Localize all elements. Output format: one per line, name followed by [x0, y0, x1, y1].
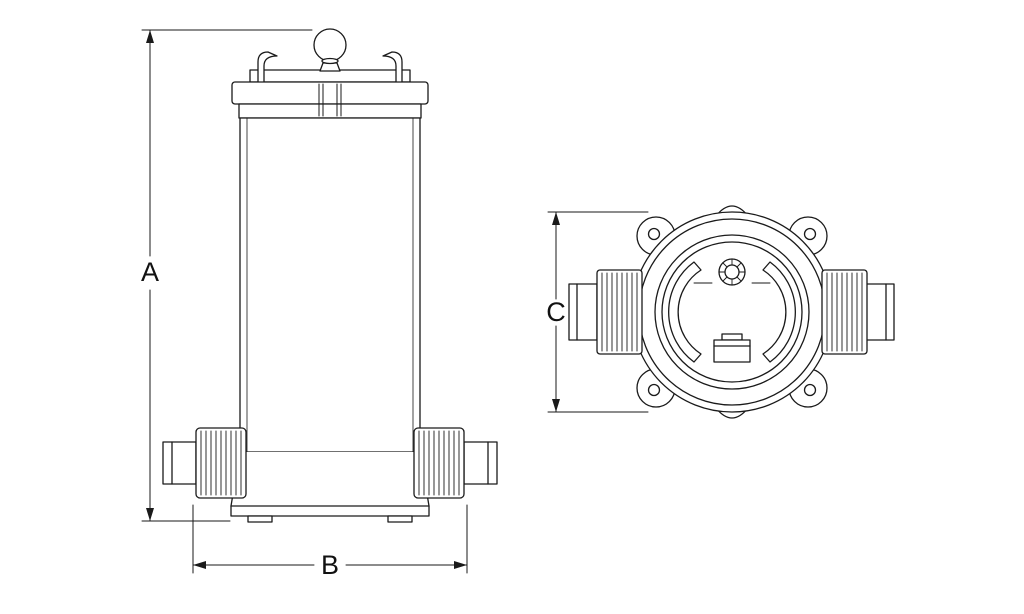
lid-flange: [231, 81, 429, 119]
left-union-top: [568, 269, 643, 355]
front-view: [162, 28, 498, 523]
tank-base: [230, 451, 430, 523]
base-foot-left: [247, 515, 273, 523]
crescent-left: [668, 261, 702, 363]
air-relief-knob: [718, 258, 746, 286]
lock-handle-left: [257, 51, 278, 83]
left-pipe-stub: [162, 441, 197, 485]
dim-b-arrow-left: [193, 561, 206, 569]
dimension-a: [141, 29, 313, 522]
lid-inner-rings: [654, 234, 810, 390]
dim-a-arrow-up: [146, 30, 154, 43]
right-union-front: [413, 427, 498, 499]
dim-b-arrow-right: [454, 561, 467, 569]
tank-body: [239, 117, 421, 453]
base-foot-right: [387, 515, 413, 523]
dimension-b-label: B: [321, 550, 339, 580]
dimension-b: [192, 504, 468, 574]
lock-ring: [249, 51, 411, 83]
dimension-c: [547, 211, 649, 413]
dim-c-arrow-down: [552, 399, 560, 412]
left-union-front: [162, 427, 247, 499]
lobe-holes: [647, 227, 817, 397]
right-union-top: [821, 269, 895, 355]
lid-knob: [313, 28, 347, 72]
lock-handle-right: [382, 51, 403, 83]
top-view: [568, 205, 895, 419]
right-pipe-stub: [463, 441, 498, 485]
center-bracket: [713, 333, 751, 363]
dim-a-arrow-down: [146, 508, 154, 521]
dimension-c-label: C: [546, 297, 566, 327]
crescent-right: [762, 261, 796, 363]
dim-c-arrow-up: [552, 212, 560, 225]
dimension-a-label: A: [141, 257, 159, 287]
